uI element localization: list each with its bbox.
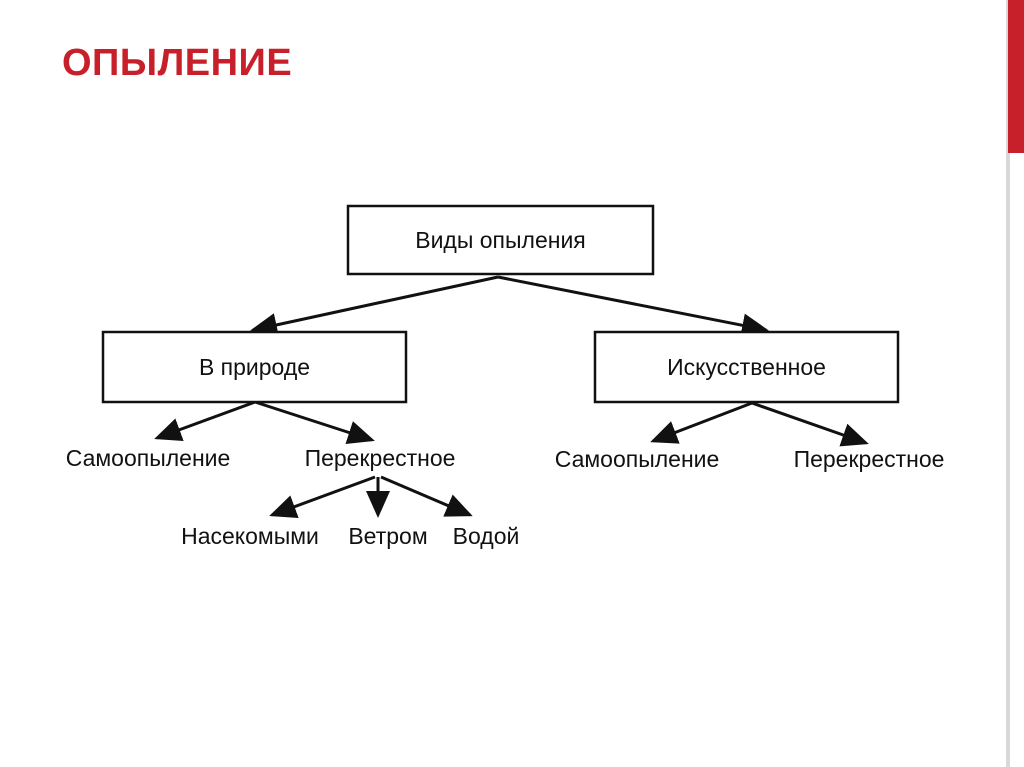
edge-artificial-to-cross: [751, 401, 869, 447]
node-box: [101, 330, 408, 404]
edge-artificial-to-self: [650, 401, 753, 444]
node-nature-self-pollination: Самоопыление: [66, 445, 231, 471]
node-box: [346, 204, 655, 276]
edge-nature-to-cross: [254, 400, 375, 444]
node-label: Виды опыления: [415, 227, 586, 253]
node-label: Искусственное: [667, 354, 826, 380]
diagram-node-root: Виды опыления: [346, 204, 655, 276]
node-artificial-self-pollination: Самоопыление: [555, 446, 720, 472]
node-by-wind: Ветром: [348, 523, 427, 549]
diagram-edges: [154, 275, 869, 518]
edge-nature-to-self: [154, 400, 256, 441]
slide-title: ОПЫЛЕНИЕ: [62, 42, 293, 84]
right-frame-line: [1006, 0, 1010, 767]
edge-cross-to-water: [380, 475, 473, 517]
node-nature-cross-pollination: Перекрестное: [305, 445, 456, 471]
node-by-water: Водой: [453, 523, 520, 549]
diagram-node-artificial: Искусственное: [593, 330, 900, 404]
edge-root-to-artificial: [497, 275, 769, 338]
accent-bar: [1008, 0, 1024, 153]
node-artificial-cross-pollination: Перекрестное: [794, 446, 945, 472]
edge-root-to-nature: [250, 275, 499, 337]
node-label: В природе: [199, 354, 310, 380]
node-box: [593, 330, 900, 404]
edge-cross-to-insects: [269, 475, 376, 518]
node-by-insects: Насекомыми: [181, 523, 319, 549]
diagram-node-nature: В природе: [101, 330, 408, 404]
